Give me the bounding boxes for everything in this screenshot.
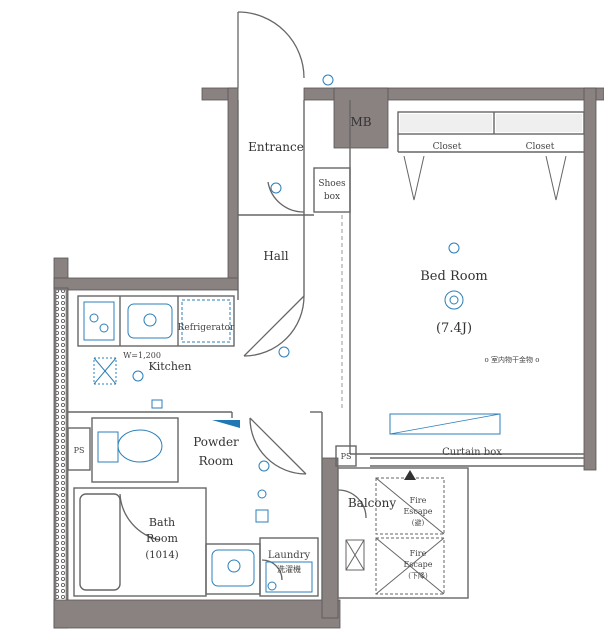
label-entrance: Entrance <box>248 140 304 154</box>
label-fire-escape-2-b: Escape <box>403 560 432 569</box>
door-swings <box>119 11 367 581</box>
electrical-markers <box>93 74 464 591</box>
label-ps-left: PS <box>74 446 85 455</box>
fire-escape-hatches <box>345 470 445 595</box>
room-labels: Entrance MB Closet Closet Shoes box Hall… <box>74 115 555 580</box>
label-bath-room-2: Room <box>146 532 179 545</box>
label-powder-room-1: Powder <box>193 435 239 449</box>
label-indoor-laundry: o 室内物干金物 o <box>485 355 540 364</box>
fixtures <box>83 299 313 593</box>
closet-shade-2 <box>496 114 582 132</box>
label-bath-room-1: Bath <box>149 516 175 529</box>
label-shoes-box-1: Shoes <box>318 179 346 189</box>
label-mb: MB <box>350 115 371 129</box>
label-fire-escape-1-c: (避) <box>412 518 425 527</box>
label-ps-right: PS <box>341 452 352 461</box>
label-closet-1: Closet <box>433 142 462 152</box>
label-powder-room-2: Room <box>199 454 234 468</box>
label-bed-room-size: (7.4J) <box>436 321 472 336</box>
window-unit <box>389 413 501 435</box>
label-bath-size: (1014) <box>145 550 178 561</box>
window-diagonal <box>389 413 501 435</box>
label-hall: Hall <box>263 249 288 263</box>
label-curtain-box: Curtain box <box>442 447 502 458</box>
closet-door-marks <box>403 155 567 201</box>
label-kitchen: Kitchen <box>149 360 192 373</box>
label-fire-escape-1-b: Escape <box>403 507 432 516</box>
label-shoes-box-2: box <box>324 192 340 202</box>
window-marker <box>212 420 240 428</box>
label-balcony: Balcony <box>348 496 396 510</box>
label-laundry-2: 洗濯機 <box>277 564 301 574</box>
closet-shade-1 <box>400 114 492 132</box>
label-fire-escape-2-c: (下降) <box>408 571 428 580</box>
label-fire-escape-2-a: Fire <box>410 549 427 558</box>
label-fire-escape-1-a: Fire <box>410 496 427 505</box>
label-closet-2: Closet <box>526 142 555 152</box>
label-refrigerator: Refrigerator <box>178 323 235 333</box>
insulation-hatch <box>55 289 67 601</box>
interior-walls <box>67 100 585 600</box>
label-laundry-1: Laundry <box>268 550 311 561</box>
label-kitchen-width: W=1,200 <box>123 351 161 360</box>
label-bed-room: Bed Room <box>420 269 487 284</box>
